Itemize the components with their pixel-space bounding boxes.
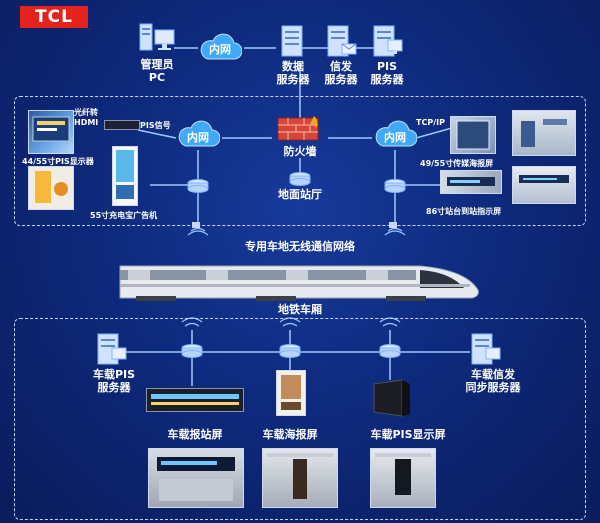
onboard-pis-server-label: 车载PIS 服务器 xyxy=(92,368,136,394)
message-server-icon xyxy=(326,24,358,58)
pis-display-photo xyxy=(28,166,74,210)
antenna-right-icon xyxy=(389,222,397,228)
intranet-cloud-left-icon xyxy=(176,120,220,148)
pis-server-label: PIS 服务器 xyxy=(370,60,404,86)
platform-photo xyxy=(512,166,576,204)
intranet-cloud-icon xyxy=(198,33,242,61)
media-poster-image xyxy=(450,116,496,154)
firewall-icon xyxy=(276,112,324,142)
intranet-label-right: 内网 xyxy=(384,131,406,144)
antenna-left-icon xyxy=(192,222,200,228)
onboard-zone xyxy=(14,318,586,520)
metro-train-image xyxy=(116,258,482,302)
media-poster-label: 49/55寸传媒海报屏 xyxy=(420,159,494,168)
wireless-network-label: 专用车地无线通信网络 xyxy=(245,240,355,253)
arrival-screen-image xyxy=(440,170,502,194)
firewall-label: 防火墙 xyxy=(283,145,317,158)
announce-screen-label: 车载报站屏 xyxy=(167,428,223,441)
network-switch-left-icon xyxy=(187,179,209,193)
pis-display-label: 44/55寸PIS显示器 xyxy=(22,157,94,166)
charging-ad-machine-image xyxy=(112,146,138,206)
intranet-cloud-right-icon xyxy=(373,120,417,148)
poster-screen-label: 车载海报屏 xyxy=(262,428,318,441)
network-switch-center-icon xyxy=(289,172,311,186)
tcpip-label: TCP/IP xyxy=(416,118,445,127)
onboard-pis-display-image xyxy=(372,378,414,418)
network-switch-right-icon xyxy=(384,179,406,193)
announce-screen-image xyxy=(146,388,244,412)
fiber-hdmi-label: 光纤转 HDMI xyxy=(74,108,99,127)
pis-server-icon xyxy=(372,24,404,58)
admin-pc-icon xyxy=(138,22,176,54)
admin-pc-label: 管理员 PC xyxy=(140,58,174,84)
poster-screen-photo xyxy=(262,448,338,508)
onboard-switch-1-icon xyxy=(181,344,203,358)
pis-display-image xyxy=(28,110,74,154)
onboard-pis-display-photo xyxy=(370,448,436,508)
subway-car-label: 地铁车厢 xyxy=(278,303,322,316)
ground-station-zone xyxy=(14,96,586,226)
data-server-label: 数据 服务器 xyxy=(276,60,310,86)
intranet-label-left: 内网 xyxy=(187,131,209,144)
intranet-label-top: 内网 xyxy=(209,43,231,56)
poster-screen-image xyxy=(276,370,306,416)
onboard-pis-server-icon xyxy=(96,332,128,366)
onboard-sync-server-label: 车载信发 同步服务器 xyxy=(465,368,521,394)
station-hall-photo xyxy=(512,110,576,156)
onboard-sync-server-icon xyxy=(470,332,502,366)
charging-ad-label: 55寸充电宝广告机 xyxy=(90,211,158,220)
onboard-switch-2-icon xyxy=(279,344,301,358)
ground-station-label: 地面站厅 xyxy=(278,188,322,201)
tcl-logo: TCL xyxy=(20,6,88,28)
fiber-converter-icon xyxy=(104,120,140,130)
data-server-icon xyxy=(280,24,304,58)
announce-screen-photo xyxy=(148,448,244,508)
onboard-switch-3-icon xyxy=(379,344,401,358)
pis-signal-label: PIS信号 xyxy=(140,121,171,130)
onboard-pis-display-label: 车载PIS显示屏 xyxy=(370,428,446,441)
arrival-screen-label: 86寸站台到站指示屏 xyxy=(426,207,502,216)
message-server-label: 信发 服务器 xyxy=(324,60,358,86)
